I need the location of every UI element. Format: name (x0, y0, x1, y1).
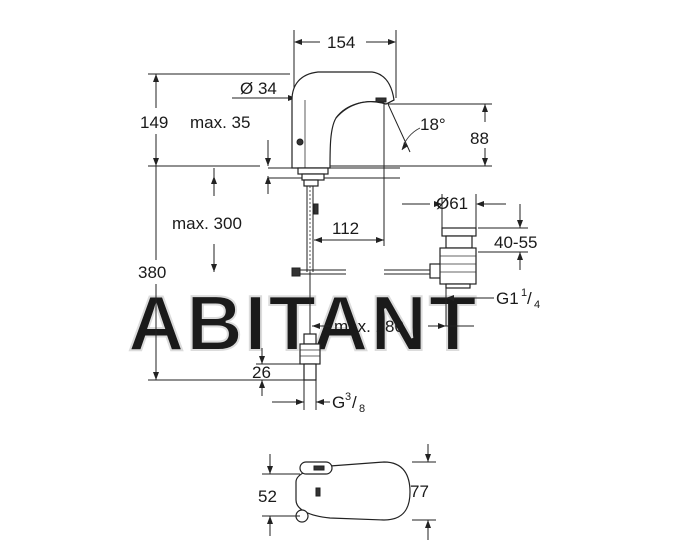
dimension-52: 52 (258, 454, 300, 536)
dim-g38-denominator: 8 (359, 403, 365, 415)
dim-g1-slash: / (527, 289, 532, 308)
dim-40-55-label: 40-55 (494, 233, 537, 252)
dim-112-label: 112 (332, 219, 359, 238)
dim-g1-denominator: 4 (534, 299, 540, 311)
dim-149-label: 149 (140, 113, 168, 132)
dimension-top-width: 154 (293, 30, 397, 98)
dim-154-label: 154 (327, 33, 355, 52)
dim-g38-slash: / (352, 393, 357, 412)
dimension-max-180: max. 180 (312, 317, 474, 336)
dim-max300-label: max. 300 (172, 214, 242, 233)
dim-77-label: 77 (410, 482, 429, 501)
dimension-max-300: max. 300 (172, 168, 242, 272)
plan-view (295, 461, 411, 523)
dimension-connector-thread: G 3 / 8 (272, 380, 365, 415)
dimension-total-height: 380 (138, 166, 304, 381)
dim-g1-numerator: 1 (521, 287, 527, 299)
dim-max35-label: max. 35 (190, 113, 250, 132)
dimension-spout: 18° 88 (330, 103, 492, 167)
dimension-77: 77 (410, 444, 436, 540)
dim-g38-label: G (332, 393, 345, 412)
dimension-overall-height: 149 (140, 73, 290, 167)
drain-assembly (291, 227, 477, 289)
watermark: ABITANT (128, 279, 479, 367)
dim-52-label: 52 (258, 487, 277, 506)
dimension-112: 112 (314, 104, 385, 246)
dimension-waste-diameter: Ø61 (402, 194, 506, 228)
dimension-waste-thread: G1 1 / 4 (440, 287, 540, 326)
dim-g38-numerator: 3 (345, 391, 351, 403)
dim-max180-label: max. 180 (334, 317, 404, 336)
dim-380-label: 380 (138, 263, 166, 282)
dim-88-label: 88 (470, 129, 489, 148)
dim-34-label: Ø 34 (240, 79, 277, 98)
dimension-40-55: 40-55 (478, 204, 537, 270)
dim-18deg-label: 18° (420, 115, 446, 134)
faucet-body (291, 71, 395, 169)
dimension-26: 26 (252, 348, 300, 396)
countertop (268, 167, 400, 181)
dim-26-label: 26 (252, 363, 271, 382)
dim-g1-label: G1 (496, 289, 519, 308)
supply-hose (299, 179, 321, 381)
dim-61-label: Ø61 (436, 194, 468, 213)
dimension-deck-max: max. 35 (190, 113, 271, 194)
